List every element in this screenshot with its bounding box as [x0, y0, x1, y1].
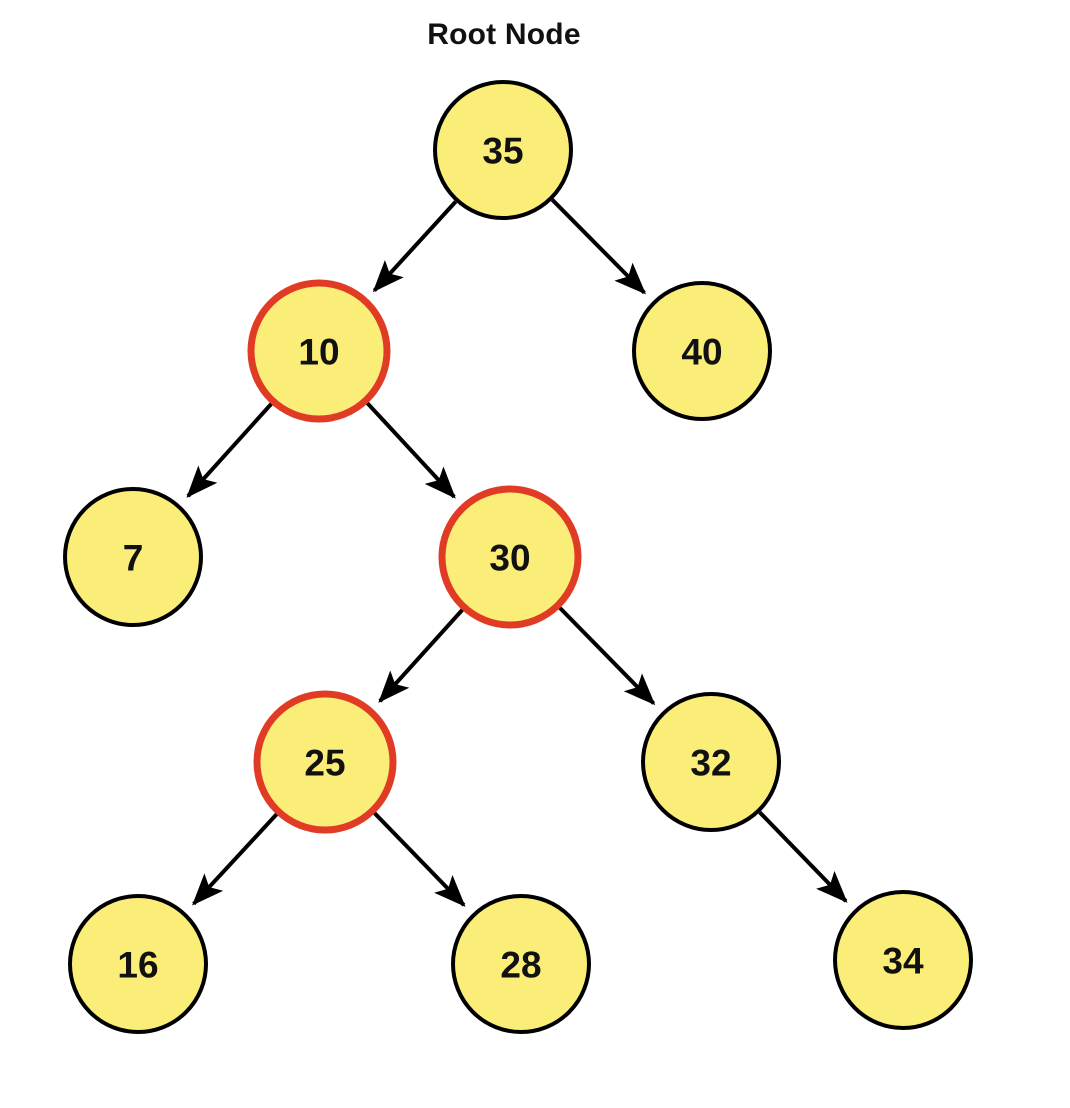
node-label: 28 [500, 945, 541, 986]
node-circle-highlighted[interactable] [247, 279, 391, 423]
tree-edge-25-to-16 [192, 812, 279, 906]
tree-node-10[interactable]: 10 [247, 279, 391, 423]
node-label: 30 [489, 538, 530, 579]
tree-node-16[interactable]: 16 [68, 894, 208, 1034]
node-label: 7 [123, 538, 144, 579]
tree-edge-30-to-32 [557, 605, 656, 706]
tree-edge-35-to-10 [372, 200, 458, 293]
tree-node-40[interactable]: 40 [632, 281, 772, 421]
tree-node-28[interactable]: 28 [451, 894, 591, 1034]
node-label: 25 [304, 743, 345, 784]
tree-node-34[interactable]: 34 [833, 890, 973, 1030]
node-circle-highlighted[interactable] [438, 485, 582, 629]
node-label: 32 [690, 743, 731, 784]
tree-edge-10-to-7 [186, 401, 274, 498]
node-circle[interactable] [63, 487, 203, 627]
node-label: 34 [882, 941, 924, 982]
node-circle[interactable] [632, 281, 772, 421]
nodes-layer: 35 10 40 7 30 25 32 16 28 34 [63, 80, 973, 1034]
node-label: 35 [482, 131, 523, 172]
node-circle[interactable] [451, 894, 591, 1034]
node-label: 10 [298, 332, 339, 373]
node-circle[interactable] [68, 894, 208, 1034]
node-circle[interactable] [433, 80, 573, 220]
tree-edge-25-to-28 [372, 810, 466, 907]
tree-edge-30-to-25 [378, 607, 465, 703]
tree-node-7[interactable]: 7 [63, 487, 203, 627]
tree-edge-32-to-34 [758, 810, 848, 903]
node-circle[interactable] [833, 890, 973, 1030]
tree-node-35[interactable]: 35 [433, 80, 573, 220]
tree-node-32[interactable]: 32 [641, 692, 781, 832]
node-circle[interactable] [641, 692, 781, 832]
tree-node-30[interactable]: 30 [438, 485, 582, 629]
page-title: Root Node [427, 18, 580, 51]
node-circle-highlighted[interactable] [253, 690, 397, 834]
tree-edge-10-to-30 [365, 400, 456, 499]
tree-node-25[interactable]: 25 [253, 690, 397, 834]
edges-layer [186, 198, 848, 907]
node-label: 40 [681, 332, 722, 373]
tree-edge-35-to-40 [550, 198, 646, 295]
node-label: 16 [117, 945, 158, 986]
